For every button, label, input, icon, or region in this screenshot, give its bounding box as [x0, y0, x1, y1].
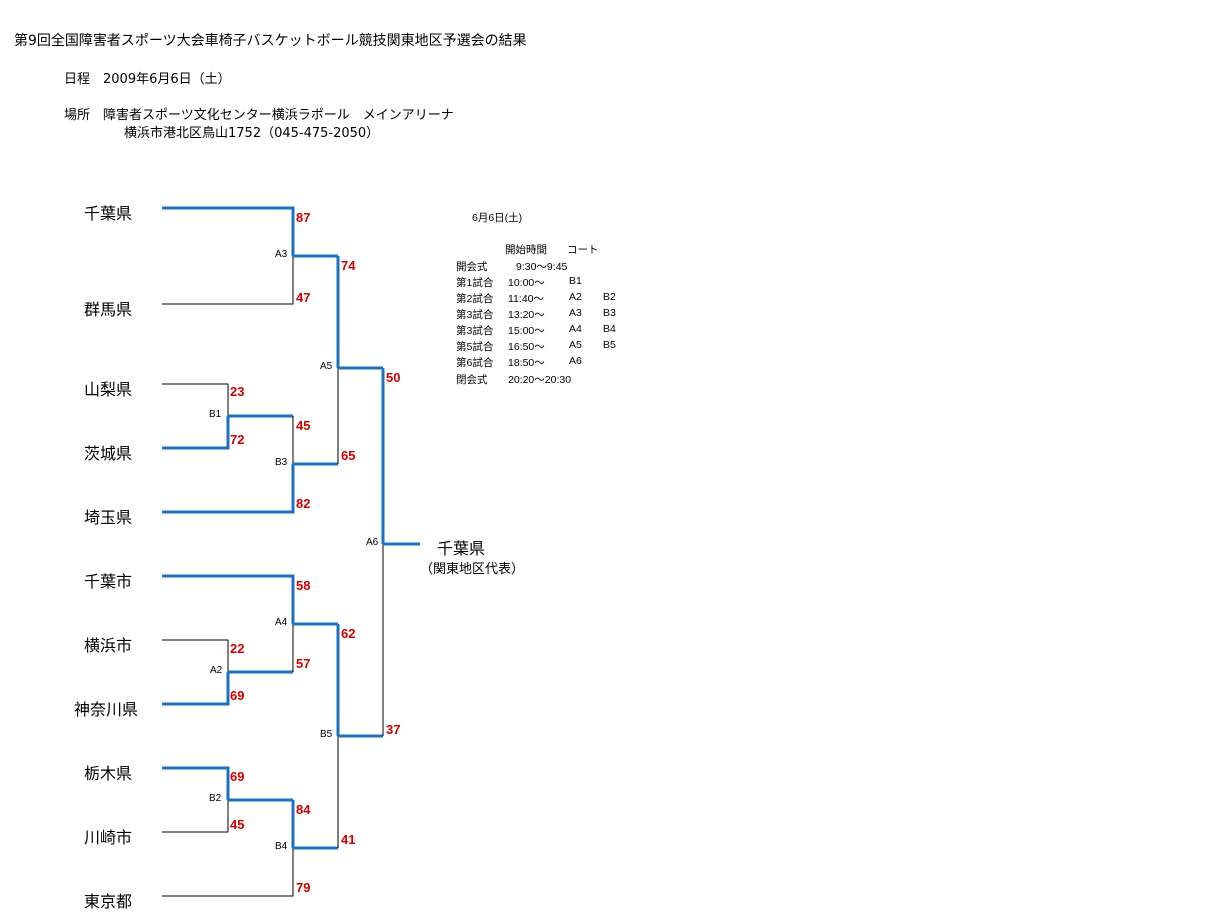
schedule-court: A6: [569, 355, 582, 367]
schedule-col-time: 開始時間: [505, 244, 547, 256]
team-name: 栃木県: [84, 764, 133, 783]
score: 82: [296, 496, 311, 511]
score: 45: [230, 817, 245, 832]
score: 74: [341, 258, 356, 273]
venue-line-1: 場所 障害者スポーツ文化センター横浜ラポール メインアリーナ: [64, 108, 454, 123]
page-title: 第9回全国障害者スポーツ大会車椅子バスケットボール競技関東地区予選会の結果: [14, 33, 527, 49]
schedule-court: A5: [569, 339, 582, 351]
schedule-court: A4: [569, 323, 582, 335]
schedule-time: 10:00〜: [508, 277, 545, 289]
score: 50: [386, 370, 401, 385]
schedule-court: B4: [603, 323, 616, 335]
schedule-event: 第6試合: [456, 357, 494, 369]
score: 84: [296, 802, 311, 817]
schedule-day-date: 6月6日(土): [472, 212, 523, 224]
schedule-court: B2: [603, 291, 616, 303]
team-name: 群馬県: [84, 300, 133, 319]
schedule-court: A3: [569, 307, 582, 319]
match-label-a6: A6: [366, 537, 379, 548]
schedule-event: 第3試合: [456, 309, 494, 321]
team-name: 山梨県: [84, 380, 133, 399]
schedule-time: 15:00〜: [508, 325, 545, 337]
match-b2-lines: [162, 766, 293, 833]
schedule-court: B3: [603, 307, 616, 319]
team-name: 横浜市: [84, 636, 133, 655]
match-b4-lines: [162, 800, 338, 897]
score: 22: [230, 641, 245, 656]
match-label-b1: B1: [209, 409, 222, 420]
score: 37: [386, 722, 401, 737]
score: 79: [296, 880, 311, 895]
match-label-a4: A4: [275, 617, 288, 628]
match-b1-lines: [162, 383, 293, 450]
match-label-b5: B5: [320, 729, 333, 740]
match-b3-lines: [162, 416, 338, 514]
schedule-time: 20:20〜20:30: [508, 374, 572, 386]
team-name: 川崎市: [84, 828, 133, 847]
score: 69: [230, 769, 245, 784]
champion-note: （関東地区代表）: [420, 562, 525, 577]
match-a5-lines: [336, 256, 383, 464]
team-name: 千葉県: [84, 204, 133, 223]
schedule-time: 11:40〜: [508, 293, 544, 305]
schedule-date: 日程 2009年6月6日（土）: [64, 72, 231, 87]
score: 72: [230, 432, 245, 447]
schedule-time: 9:30〜9:45: [516, 261, 568, 273]
schedule-event: 閉会式: [456, 374, 488, 386]
team-name: 埼玉県: [84, 508, 133, 527]
team-name: 東京都: [84, 892, 133, 911]
schedule-event: 開会式: [456, 261, 488, 273]
score: 47: [296, 290, 311, 305]
schedule-time: 18:50〜: [508, 357, 545, 369]
schedule-court: B1: [569, 275, 582, 287]
match-label-b2: B2: [209, 793, 222, 804]
score: 65: [341, 448, 356, 463]
match-a2-lines: [162, 639, 293, 706]
schedule-col-court: コート: [567, 244, 599, 256]
match-a4-lines: [162, 574, 338, 672]
score: 58: [296, 578, 311, 593]
score: 57: [296, 656, 311, 671]
champion-name: 千葉県: [437, 539, 486, 558]
score: 62: [341, 626, 356, 641]
match-b5-lines: [336, 624, 383, 848]
schedule-event: 第1試合: [456, 277, 494, 289]
match-label-b3: B3: [275, 457, 288, 468]
schedule-court: B5: [603, 339, 616, 351]
schedule-event: 第3試合: [456, 325, 494, 337]
score: 87: [296, 210, 311, 225]
team-name: 神奈川県: [74, 700, 139, 719]
team-name: 茨城県: [84, 444, 133, 463]
match-label-a3: A3: [275, 249, 288, 260]
schedule-court: A2: [569, 291, 582, 303]
match-label-a2: A2: [210, 665, 223, 676]
match-a3-lines: [162, 206, 338, 305]
schedule-event: 第2試合: [456, 293, 494, 305]
score: 23: [230, 384, 245, 399]
venue-line-2: 横浜市港北区鳥山1752（045-475-2050）: [124, 126, 380, 141]
schedule-time: 16:50〜: [508, 341, 545, 353]
match-label-a5: A5: [320, 361, 333, 372]
schedule-event: 第5試合: [456, 341, 494, 353]
team-name: 千葉市: [84, 572, 133, 591]
score: 41: [341, 832, 356, 847]
match-a6-lines: [381, 368, 420, 736]
score: 45: [296, 418, 311, 433]
score: 69: [230, 688, 245, 703]
match-label-b4: B4: [275, 841, 288, 852]
schedule-time: 13:20〜: [508, 309, 545, 321]
